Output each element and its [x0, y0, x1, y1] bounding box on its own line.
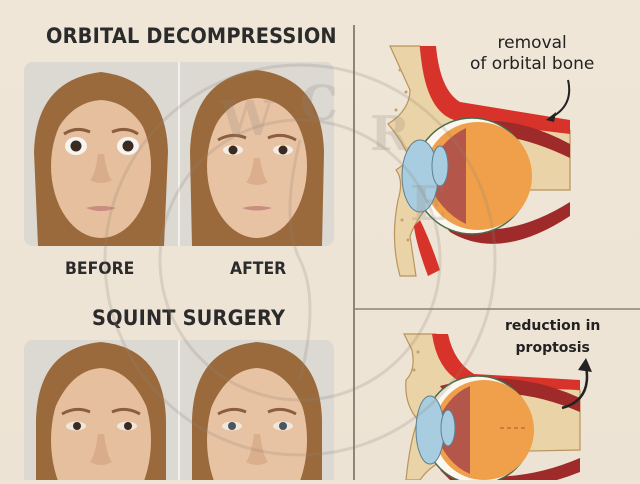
annotation-line-2: of orbital bone	[470, 54, 595, 74]
squint-after-photo	[180, 340, 334, 480]
before-photo-proptosis	[24, 62, 178, 246]
squint-before-photo	[24, 340, 178, 480]
annotation-reduction-in-proptosis: reduction in proptosis	[505, 315, 600, 359]
squint-photo-panel	[24, 340, 334, 480]
photo-separator	[178, 340, 180, 480]
annotation-line-2: proptosis	[515, 340, 590, 356]
after-photo-normal	[180, 62, 334, 246]
after-label: AFTER	[230, 259, 287, 279]
squint-surgery-title: SQUINT SURGERY	[92, 306, 286, 330]
curved-arrow-icon	[546, 79, 571, 122]
before-label: BEFORE	[65, 259, 135, 279]
annotation-line-1: reduction in	[505, 318, 601, 334]
orbit-cross-section-diagram-1	[380, 40, 580, 284]
vertical-divider	[353, 25, 355, 480]
annotation-removal-of-orbital-bone: removal of orbital bone	[470, 33, 594, 75]
annotation-line-1: removal	[497, 33, 567, 53]
orbital-decompression-title: ORBITAL DECOMPRESSION	[46, 24, 337, 48]
orbital-photo-panel	[24, 62, 334, 246]
orbit-cross-section-diagram-2	[390, 320, 590, 484]
photo-separator	[178, 62, 180, 246]
horizontal-divider	[355, 308, 640, 310]
curved-arrow-up-icon	[561, 358, 592, 410]
